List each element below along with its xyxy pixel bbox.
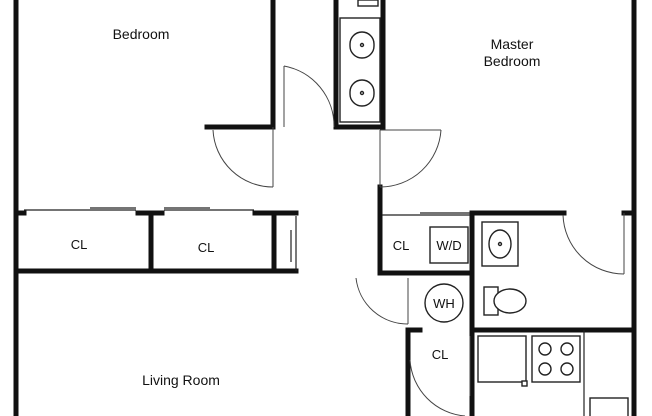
water-heater-label: WH	[433, 296, 455, 311]
closet-label-3: CL	[393, 238, 410, 253]
bedroom-label: Bedroom	[113, 26, 170, 42]
kitchen-sink-icon	[477, 335, 527, 383]
closet-label-2: CL	[198, 240, 215, 255]
closet-label-4: CL	[432, 347, 449, 362]
master-bedroom-label-line1: Master	[491, 36, 534, 52]
washer-dryer-box	[429, 226, 469, 264]
stove-icon	[531, 335, 581, 383]
living-room-label: Living Room	[142, 372, 220, 388]
master-bedroom-label-line2: Bedroom	[484, 53, 541, 69]
fixtures	[339, 0, 629, 416]
doors	[24, 65, 625, 416]
water-heater-icon	[424, 283, 464, 323]
walls	[13, 0, 637, 416]
room-labels: Bedroom Master Bedroom Living Room CL CL…	[71, 26, 541, 388]
fridge-icon	[589, 397, 629, 416]
closet-label-1: CL	[71, 237, 88, 252]
washer-dryer-label: W/D	[436, 238, 461, 253]
toilet-bowl-icon	[493, 288, 527, 314]
